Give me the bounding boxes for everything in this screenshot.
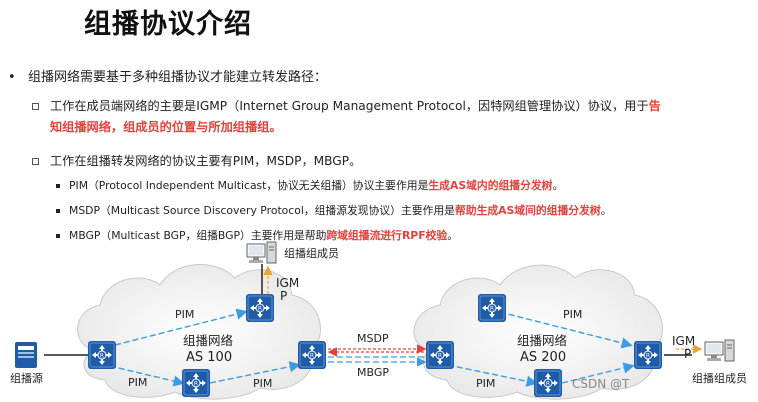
member-top-label: 组播组成员 [284, 246, 339, 260]
router-as200-edge-right [633, 340, 663, 370]
watermark: CSDN @T [572, 377, 630, 391]
point-igmp: 工作在成员端网络的主要是IGMP（Internet Group Manageme… [32, 96, 661, 138]
square-bullet-icon [32, 158, 39, 165]
member-right-label: 组播组成员 [692, 371, 747, 385]
router-as100-edge-left [87, 340, 117, 370]
router-as200-border [425, 340, 455, 370]
mbgp-highlight: 跨域组播流进行RPF校验 [326, 229, 448, 242]
bullet-dot-icon: • [8, 70, 16, 85]
igmp-highlight-b: 知组播网络，组成员的位置与所加组播组。 [50, 120, 282, 134]
msdp-text: MSDP（Multicast Source Discovery Protocol… [69, 204, 455, 217]
point-forwarding-protocols: 工作在组播转发网络的协议主要有PIM，MSDP，MBGP。 [32, 151, 361, 169]
mbgp-end: 。 [447, 229, 458, 242]
pim-label-as100-right: PIM [253, 377, 272, 390]
msdp-end: 。 [600, 204, 612, 217]
cloud-as200 [413, 264, 663, 400]
square-bullet-icon [32, 103, 39, 110]
igmp-text: 工作在成员端网络的主要是IGMP（Internet Group Manageme… [50, 99, 649, 113]
router-as200-top [477, 293, 507, 323]
source-label: 组播源 [10, 371, 43, 385]
pim-label-as200-left: PIM [476, 377, 495, 390]
msdp-label: MSDP [357, 332, 389, 345]
page-title: 组播协议介绍 [84, 9, 252, 40]
router-as100-top [245, 293, 275, 323]
pim-label-as100-left: PIM [128, 376, 147, 389]
mbgp-text: MBGP（Multicast BGP，组播BGP）主要作用是帮助 [69, 229, 327, 242]
igmp-highlight-a: 告 [648, 99, 661, 113]
sub-point-mbgp: MBGP（Multicast BGP，组播BGP）主要作用是帮助跨域组播流进行R… [56, 227, 458, 243]
filled-square-icon [56, 184, 60, 188]
pim-end: 。 [552, 179, 564, 192]
pim-label-as200-top: PIM [563, 308, 582, 321]
point1-text: 组播网络需要基于多种组播协议才能建立转发路径： [28, 70, 328, 85]
multicast-source-server-icon [15, 342, 37, 368]
filled-square-icon [56, 234, 60, 238]
forwarding-text: 工作在组播转发网络的协议主要有PIM，MSDP，MBGP。 [50, 154, 362, 168]
router-as200-bottom [533, 368, 563, 398]
pim-label-as100-top: PIM [175, 308, 194, 321]
member-pc-top-icon [246, 241, 277, 264]
as100-name: 组播网络 [183, 333, 234, 348]
sub-point-pim: PIM（Protocol Independent Multicast，协议无关组… [56, 177, 563, 193]
member-pc-right-icon [704, 339, 735, 362]
as100-number: AS 100 [186, 350, 232, 365]
router-as100-border [297, 340, 327, 370]
as200-name: 组播网络 [517, 333, 568, 348]
sub-point-msdp: MSDP（Multicast Source Discovery Protocol… [56, 202, 611, 218]
pim-highlight: 生成AS域内的组播分发树 [428, 179, 553, 192]
igmp-top-label-2: P [280, 289, 287, 303]
pim-text: PIM（Protocol Independent Multicast，协议无关组… [69, 179, 429, 192]
mbgp-label: MBGP [357, 366, 389, 379]
filled-square-icon [56, 209, 60, 213]
msdp-highlight: 帮助生成AS域间的组播分发树 [454, 204, 601, 217]
bullet-point-protocols: • 组播网络需要基于多种组播协议才能建立转发路径： [8, 66, 327, 85]
igmp-top-label-1: IGM [276, 276, 299, 290]
as200-number: AS 200 [520, 350, 566, 365]
igmp-right-label-2: P [684, 347, 691, 361]
igmp-right-label-1: IGM [672, 334, 695, 348]
router-as100-bottom [181, 368, 211, 398]
